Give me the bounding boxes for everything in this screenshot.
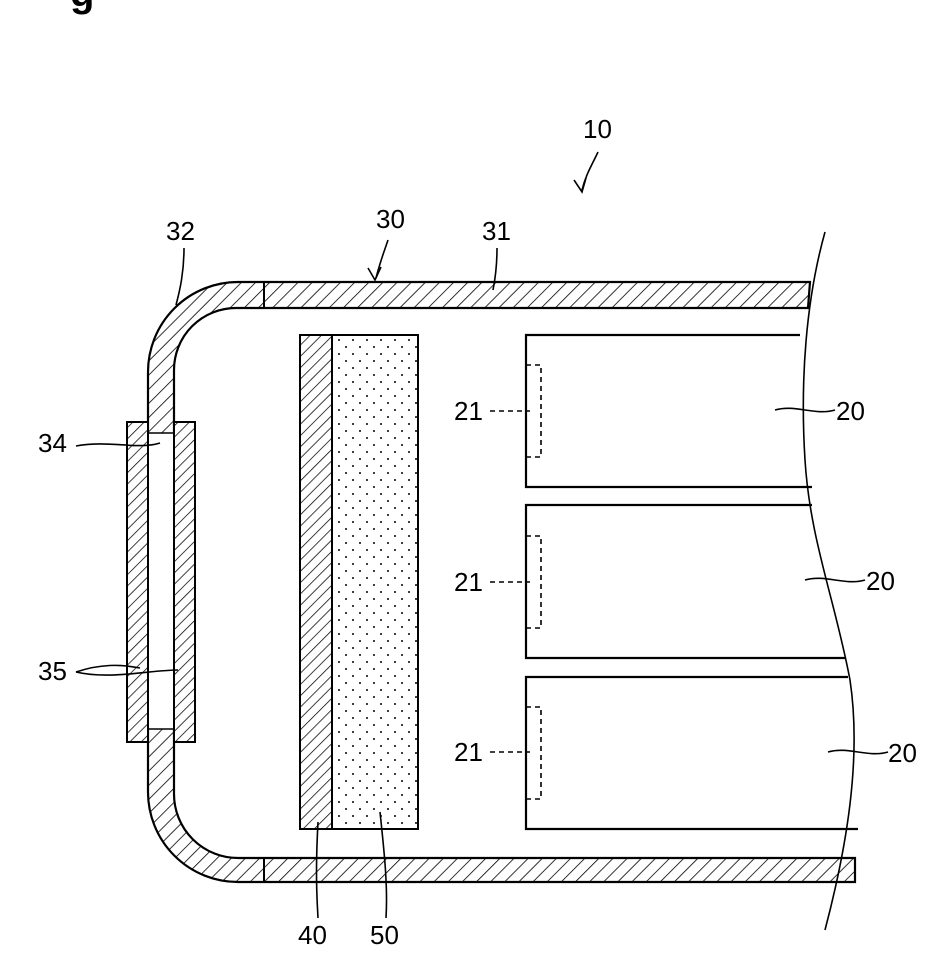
cell-1 (526, 335, 812, 487)
cells-20 (526, 335, 858, 829)
label-30: 30 (376, 204, 405, 234)
layer-50 (332, 335, 418, 829)
layers-40-50 (300, 335, 418, 829)
label-34: 34 (38, 428, 67, 458)
leader-lines (76, 152, 888, 918)
label-40: 40 (298, 920, 327, 950)
label-10: 10 (583, 114, 612, 144)
terminal-3 (526, 707, 541, 799)
label-35: 35 (38, 656, 67, 686)
label-20c: 20 (888, 738, 917, 768)
outer-plate (127, 422, 148, 742)
label-20a: 20 (836, 396, 865, 426)
leader-20a (775, 408, 835, 411)
leader-20c (828, 750, 888, 753)
label-20b: 20 (866, 566, 895, 596)
cell-3 (526, 677, 858, 829)
arrow-10 (574, 178, 586, 192)
label-21c: 21 (454, 737, 483, 767)
inner-plate (174, 422, 195, 742)
label-50: 50 (370, 920, 399, 950)
leader-32 (176, 248, 184, 305)
window-34-35 (127, 422, 195, 742)
label-21a: 21 (454, 396, 483, 426)
label-31: 31 (482, 216, 511, 246)
leader-20b (805, 578, 865, 581)
cell-2 (526, 505, 845, 658)
label-21b: 21 (454, 567, 483, 597)
figure-title: g (70, 0, 94, 15)
label-32: 32 (166, 216, 195, 246)
layer-40 (300, 335, 332, 829)
window-gap (148, 433, 174, 729)
